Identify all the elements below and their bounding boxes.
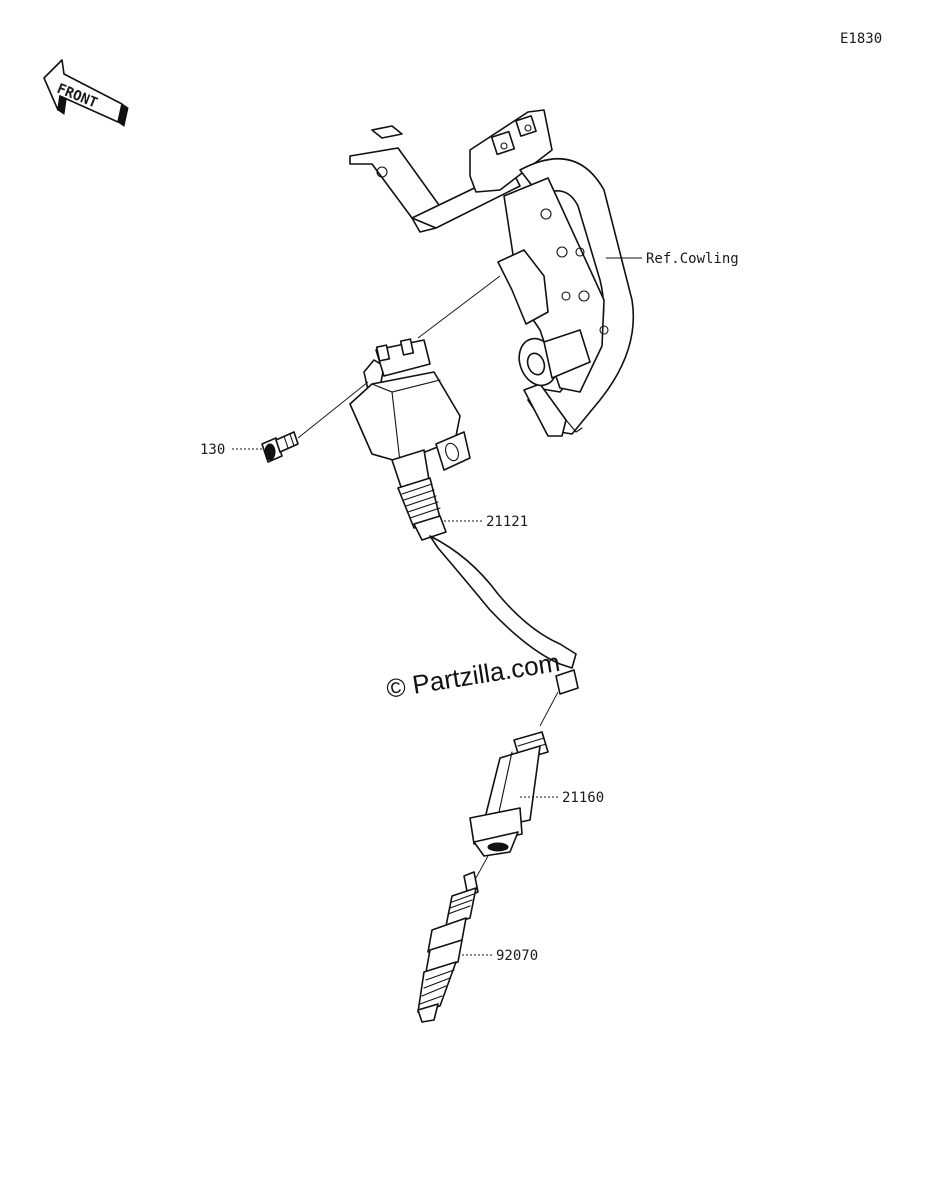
mount-guide-line [417,275,501,339]
bolt-guide-line [297,381,369,439]
diagram-code: E1830 [840,31,882,47]
high-tension-lead [429,535,579,727]
plug-cap [469,731,549,857]
callout-plug-cap: 21160 [562,790,604,806]
callout-spark-plug: 92070 [496,948,538,964]
watermark: © Partzilla.com [384,647,562,704]
callout-ignition-coil: 21121 [486,514,528,530]
callout-ref-cowling: Ref.Cowling [646,251,739,267]
plug-guide-line [475,855,489,879]
front-arrow-icon: FRONT [43,59,129,127]
spark-plug [417,871,479,1023]
callout-bolt: 130 [200,442,225,458]
bolt-130 [261,431,299,463]
ignition-coil [349,338,471,541]
cowling-bracket [349,109,635,437]
